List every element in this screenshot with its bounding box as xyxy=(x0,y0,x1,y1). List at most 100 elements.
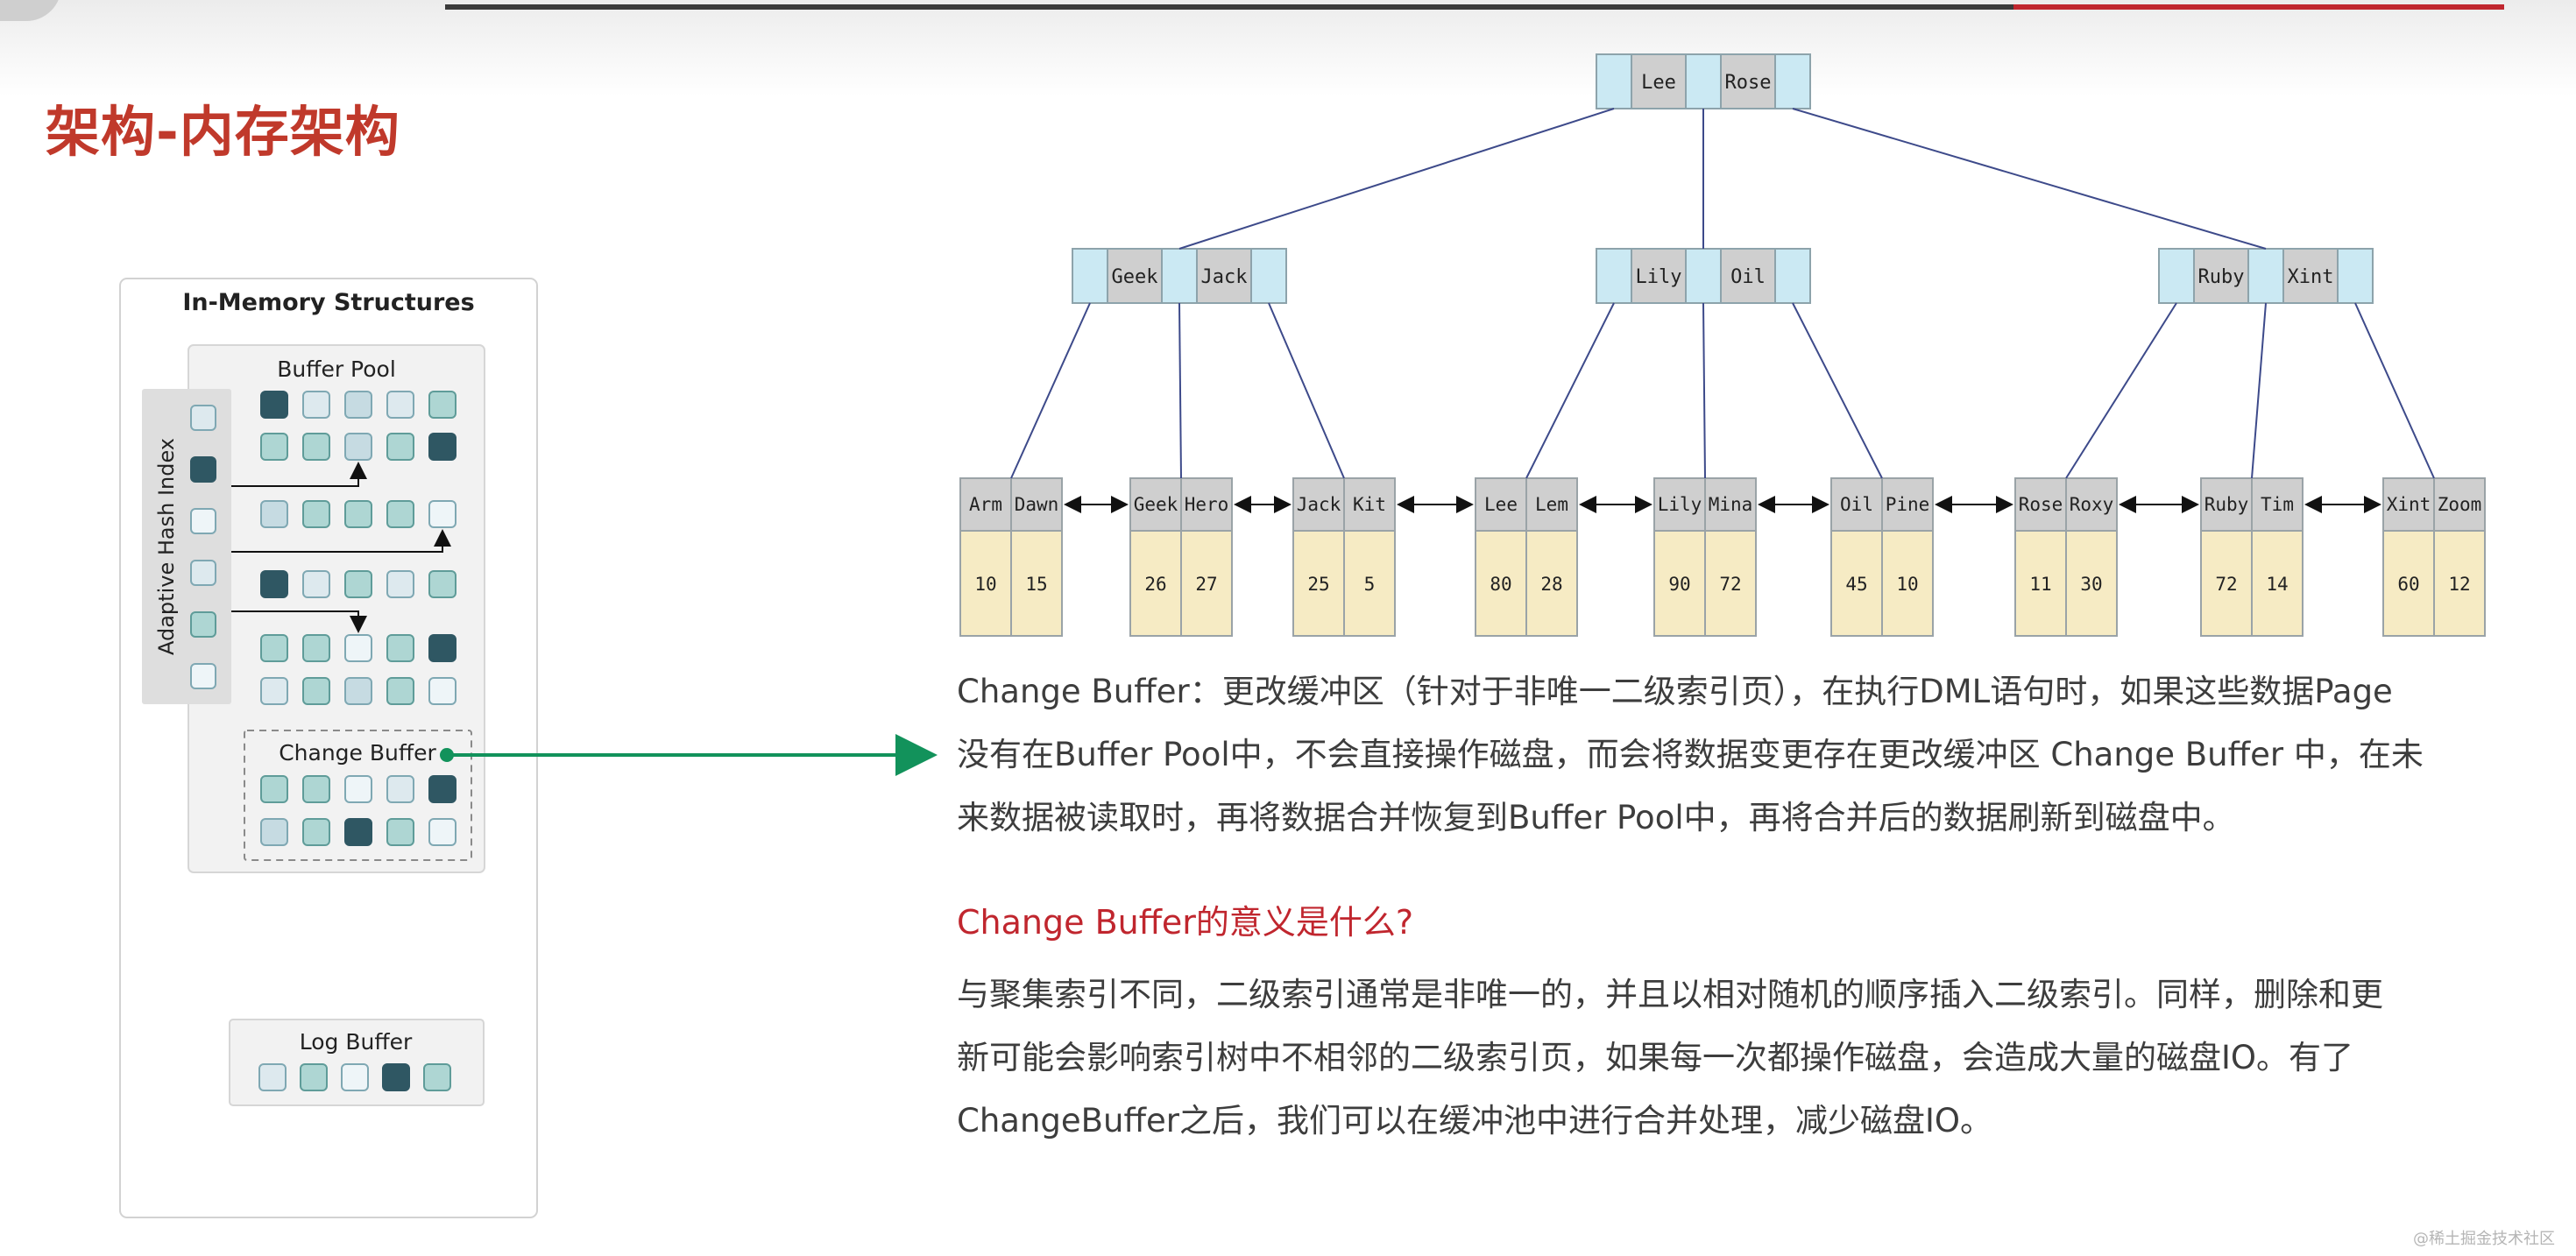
leaf-value: 26 xyxy=(1144,574,1166,595)
node-pointer-cell xyxy=(2247,248,2284,304)
leaf-value-cell xyxy=(2014,530,2067,637)
leaf-key: Xint xyxy=(2387,494,2431,515)
buffer-page xyxy=(428,500,456,528)
leaf-key-cell xyxy=(1525,477,1578,532)
node-pointer-cell xyxy=(1596,248,1632,304)
leaf-value-cell xyxy=(2200,530,2253,637)
change-buffer-page xyxy=(428,818,456,846)
buffer-page xyxy=(428,570,456,598)
buffer-page xyxy=(260,677,288,705)
leaf-key-cell xyxy=(1830,477,1883,532)
leaf-value-cell xyxy=(1180,530,1233,637)
node-key-cell xyxy=(1631,248,1687,304)
leaf-value-cell xyxy=(1830,530,1883,637)
buffer-page xyxy=(260,391,288,419)
leaf-key: Lily xyxy=(1658,494,1702,515)
buffer-page xyxy=(344,500,372,528)
leaf-value: 30 xyxy=(2080,574,2102,595)
leaf-value-cell xyxy=(1653,530,1706,637)
node-pointer-cell xyxy=(1596,53,1632,109)
description-line: 来数据被读取时，再将数据合并恢复到Buffer Pool中，再将合并后的数据刷新… xyxy=(957,799,2235,836)
leaf-key: Tim xyxy=(2261,494,2294,515)
hash-page xyxy=(190,560,216,586)
change-buffer-description: Change Buffer：更改缓冲区（针对于非唯一二级索引页），在执行DML语… xyxy=(957,660,2516,850)
in-memory-title: In-Memory Structures xyxy=(182,289,474,316)
leaf-value: 11 xyxy=(2029,574,2051,595)
change-buffer-page xyxy=(260,775,288,803)
internal-node-key: Geek xyxy=(1112,266,1158,288)
leaf-value-cell xyxy=(1129,530,1182,637)
leaf-value: 15 xyxy=(1025,574,1047,595)
root-node-key: Rose xyxy=(1725,72,1772,94)
watermark: @稀土掘金技术社区 xyxy=(2413,1230,2555,1248)
node-key-cell xyxy=(1107,248,1163,304)
hash-page xyxy=(190,405,216,431)
log-buffer-page xyxy=(300,1063,328,1091)
node-pointer-cell xyxy=(2158,248,2195,304)
leaf-key: Jack xyxy=(1297,494,1341,515)
change-buffer-page xyxy=(386,775,414,803)
tree-edge xyxy=(2354,302,2435,479)
buffer-page xyxy=(302,634,330,662)
tree-edge xyxy=(1268,302,1345,479)
leaf-key-cell xyxy=(2433,477,2486,532)
leaf-key: Kit xyxy=(1353,494,1386,515)
node-pointer-cell xyxy=(1685,248,1722,304)
hash-page xyxy=(190,508,216,534)
change-buffer-connector xyxy=(440,734,938,776)
log-buffer-pages xyxy=(258,1063,451,1091)
leaf-value: 10 xyxy=(974,574,996,595)
top-progress-bar xyxy=(445,4,2013,10)
hash-page xyxy=(190,663,216,689)
buffer-page xyxy=(302,500,330,528)
internal-node-key: Ruby xyxy=(2198,266,2245,288)
hash-index-pointers xyxy=(231,462,451,633)
log-buffer-page xyxy=(341,1063,369,1091)
leaf-key: Lee xyxy=(1484,494,1518,515)
change-buffer-page xyxy=(344,775,372,803)
buffer-page xyxy=(260,634,288,662)
leaf-value-cell xyxy=(1343,530,1396,637)
leaf-value-cell xyxy=(1292,530,1345,637)
buffer-page xyxy=(344,570,372,598)
buffer-pool-label: Buffer Pool xyxy=(277,356,396,382)
node-pointer-cell xyxy=(1072,248,1108,304)
root-node-key: Lee xyxy=(1641,72,1676,94)
leaf-value-cell xyxy=(2251,530,2304,637)
leaf-key-cell xyxy=(1704,477,1757,532)
hash-pointer-arrow xyxy=(231,529,451,553)
buffer-page xyxy=(428,391,456,419)
buffer-page xyxy=(344,391,372,419)
hash-pointer-arrow xyxy=(231,462,367,487)
buffer-page xyxy=(386,570,414,598)
tree-edge xyxy=(1178,302,1182,479)
log-buffer-page xyxy=(258,1063,287,1091)
log-buffer-box xyxy=(229,1019,485,1106)
buffer-page xyxy=(302,570,330,598)
hash-page xyxy=(190,456,216,483)
hash-index-pages xyxy=(190,405,216,689)
buffer-pool-pages xyxy=(260,391,456,705)
leaf-value: 10 xyxy=(1896,574,1918,595)
leaf-value: 25 xyxy=(1307,574,1329,595)
buffer-page xyxy=(302,391,330,419)
leaf-key: Mina xyxy=(1709,494,1753,515)
leaf-key: Rose xyxy=(2019,494,2063,515)
leaf-value-cell xyxy=(2065,530,2118,637)
buffer-page xyxy=(260,500,288,528)
description-line: 没有在Buffer Pool中，不会直接操作磁盘，而会将数据变更存在更改缓冲区 … xyxy=(957,736,2424,773)
node-key-cell xyxy=(1720,53,1776,109)
leaf-value: 60 xyxy=(2397,574,2419,595)
leaf-key: Oil xyxy=(1840,494,1873,515)
page-title: 架构-内存架构 xyxy=(46,100,400,164)
buffer-page xyxy=(386,433,414,461)
node-key-cell xyxy=(2193,248,2249,304)
change-buffer-answer: 与聚集索引不同，二级索引通常是非唯一的，并且以相对随机的顺序插入二级索引。同样，… xyxy=(957,963,2516,1153)
answer-line: 与聚集索引不同，二级索引通常是非唯一的，并且以相对随机的顺序插入二级索引。同样，… xyxy=(957,976,2383,1013)
buffer-page xyxy=(386,634,414,662)
tree-edge xyxy=(1178,108,1615,250)
log-buffer-page xyxy=(382,1063,410,1091)
leaf-value-cell xyxy=(1881,530,1934,637)
leaf-value: 14 xyxy=(2266,574,2288,595)
